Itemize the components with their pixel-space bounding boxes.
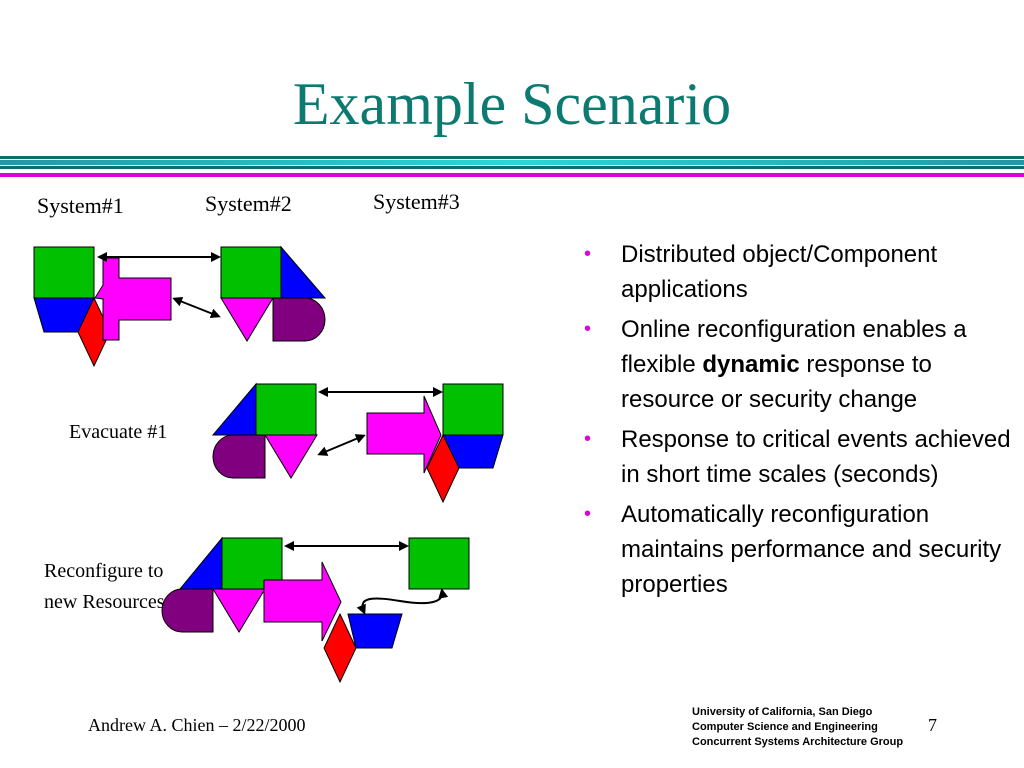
system-1-label: System#1 xyxy=(37,193,124,218)
green-square xyxy=(408,537,470,590)
bullet-item: • Automatically reconfiguration maintain… xyxy=(584,497,1014,602)
bullet-dot-icon: • xyxy=(584,428,592,450)
blue-triangle xyxy=(280,245,327,299)
system-3-label: System#3 xyxy=(373,189,460,214)
title-rule-dark-bottom xyxy=(0,166,1024,169)
green-square xyxy=(33,246,95,299)
magenta-arrow xyxy=(366,395,442,474)
system-2-label: System#2 xyxy=(205,191,292,216)
bullet-dot-icon: • xyxy=(584,318,592,340)
bullet-dot-icon: • xyxy=(584,503,592,525)
reconfigure-label: Reconfigure to new Resources xyxy=(44,560,165,613)
affiliation-line: University of California, San Diego xyxy=(692,706,873,718)
row-1-initial xyxy=(33,245,327,368)
green-square xyxy=(255,383,317,436)
bullet-item: • Response to critical events achieved i… xyxy=(584,422,1014,492)
slide-title: Example Scenario xyxy=(292,71,732,137)
purple-half-disc xyxy=(212,434,266,479)
title-rule-magenta xyxy=(0,173,1024,177)
blue-triangle xyxy=(211,382,257,436)
green-square xyxy=(220,246,282,299)
green-square xyxy=(221,537,283,590)
bullet-text: Distributed object/Component application… xyxy=(621,241,938,303)
link-arrow xyxy=(172,296,221,319)
bullet-text-cont: response to resource or security change xyxy=(621,351,932,413)
evacuate-label: Evacuate #1 xyxy=(69,421,168,443)
row-3-reconfigure xyxy=(161,536,470,684)
row-2-evacuate xyxy=(211,382,504,504)
bullet-list: • Distributed object/Component applicati… xyxy=(584,237,1014,607)
bullet-item: • Distributed object/Component applicati… xyxy=(584,237,1014,307)
purple-half-disc xyxy=(161,588,214,633)
curved-link-arrow xyxy=(356,588,449,615)
red-diamond xyxy=(323,612,357,684)
magenta-triangle xyxy=(220,297,274,342)
blue-triangle xyxy=(178,536,223,590)
bullet-emphasis: dynamic xyxy=(702,351,800,378)
footer-affiliation: University of California, San Diego Comp… xyxy=(692,705,903,750)
magenta-triangle xyxy=(264,434,318,479)
purple-half-disc xyxy=(272,297,326,342)
blue-trapezoid xyxy=(347,613,403,649)
affiliation-line: Concurrent Systems Architecture Group xyxy=(692,736,904,748)
bullet-text: Response to critical events achieved in … xyxy=(621,426,1011,488)
red-diamond xyxy=(426,433,460,504)
bullet-dot-icon: • xyxy=(584,243,592,265)
magenta-arrow xyxy=(94,257,172,341)
title-rule-teal xyxy=(0,160,1024,165)
affiliation-line: Computer Science and Engineering xyxy=(692,721,878,733)
link-arrow xyxy=(317,434,366,456)
bullet-text: Automatically reconfiguration maintains … xyxy=(621,501,1002,598)
title-rule-dark-top xyxy=(0,156,1024,159)
page-number: 7 xyxy=(928,715,937,735)
footer-author-date: Andrew A. Chien – 2/22/2000 xyxy=(88,715,306,735)
magenta-triangle xyxy=(212,588,266,633)
magenta-arrow xyxy=(263,561,342,642)
green-square xyxy=(442,383,504,436)
bullet-item: • Online reconfiguration enables a flexi… xyxy=(584,312,1014,417)
bullet-text: Online reconfiguration enables a flexibl… xyxy=(621,316,967,378)
